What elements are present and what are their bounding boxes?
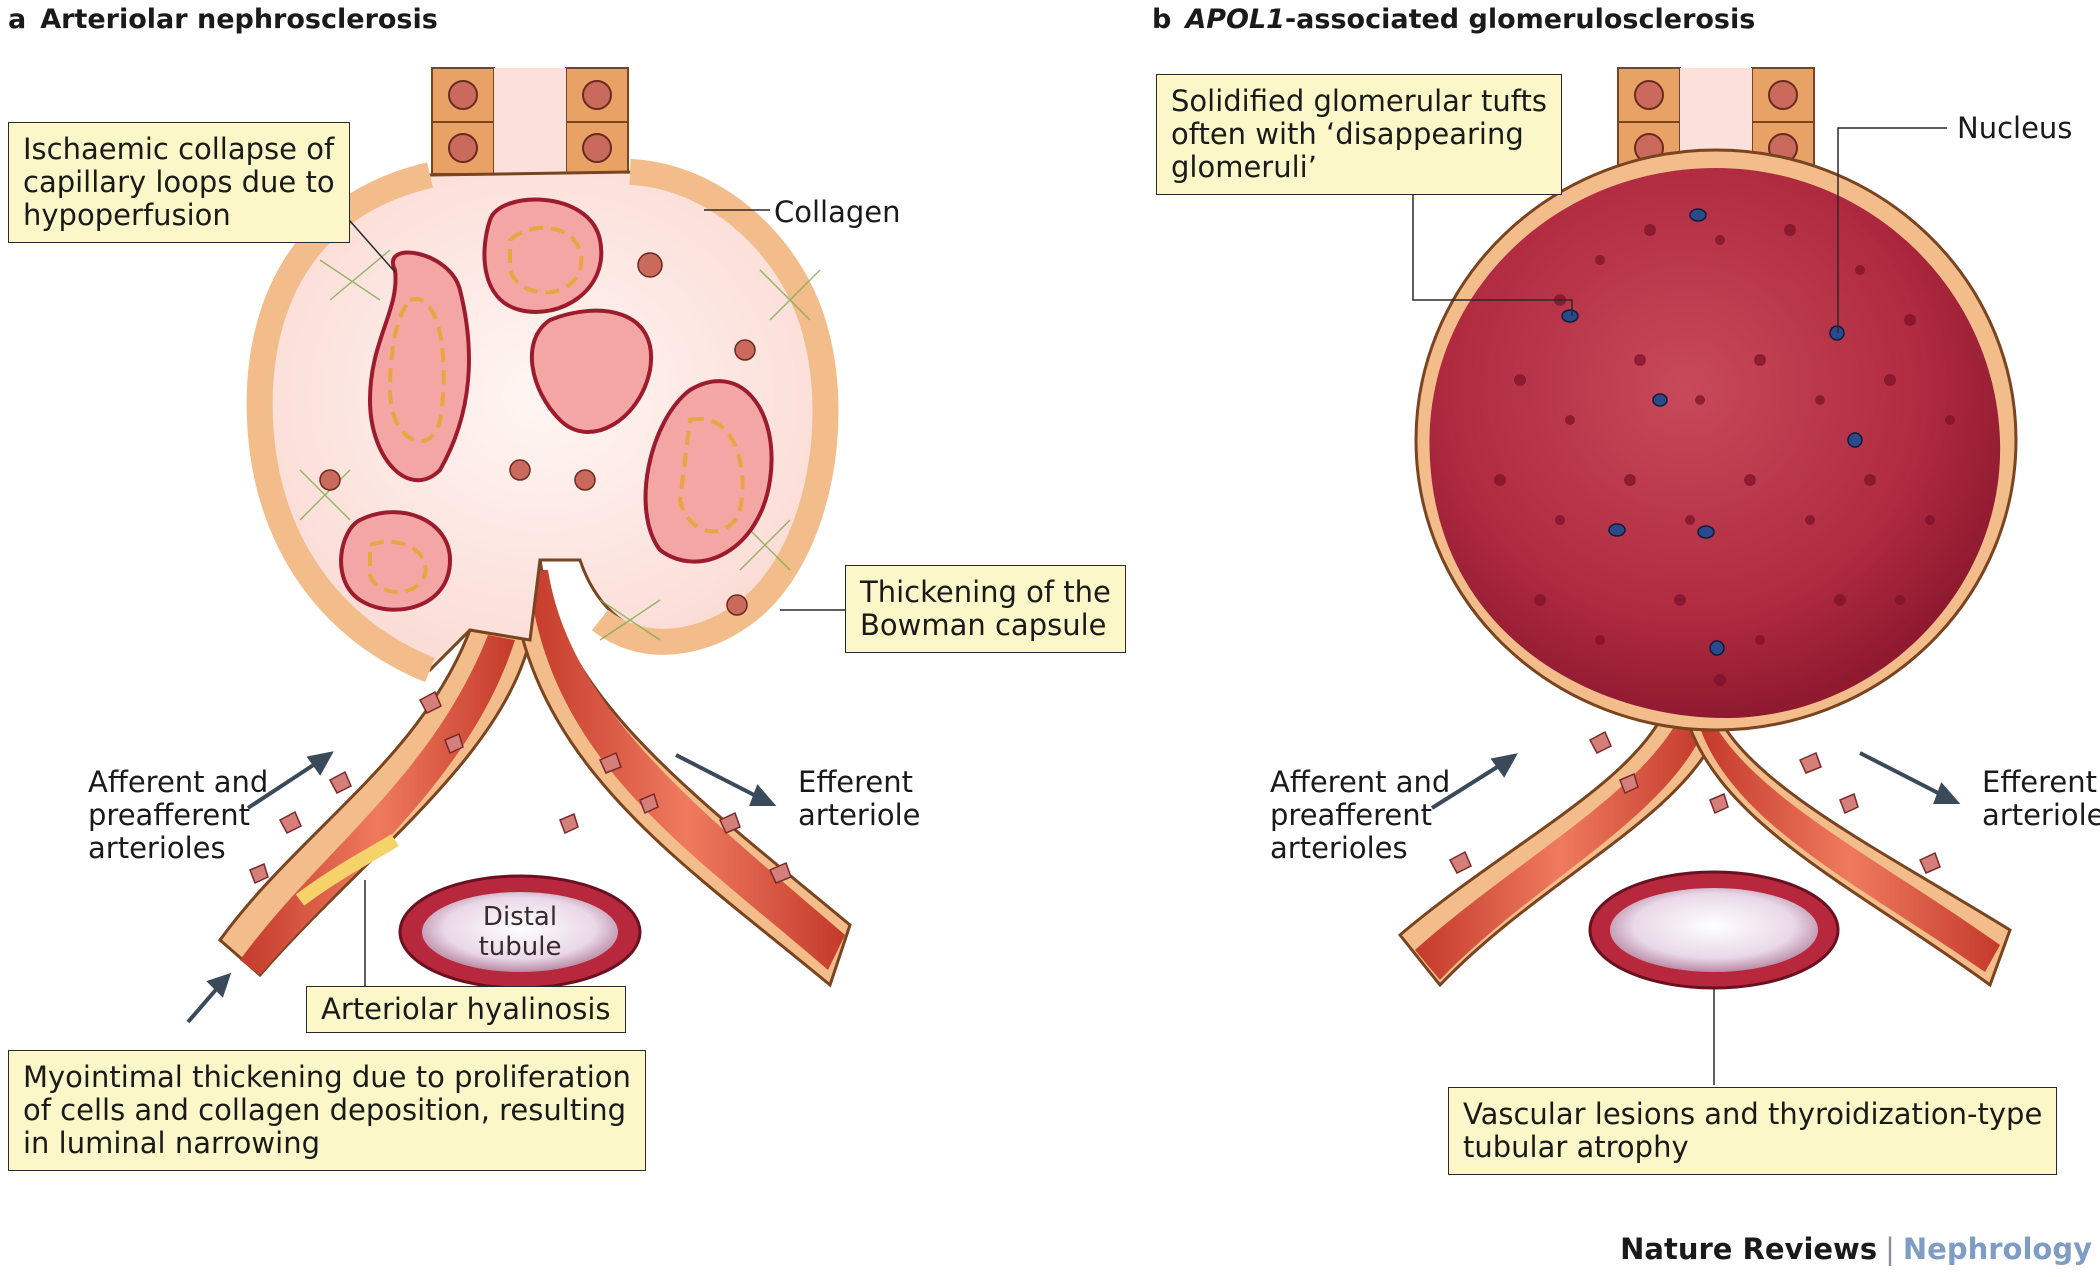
label-collagen: Collagen	[774, 196, 901, 229]
flow-arrows-a	[186, 751, 777, 1024]
collapsed-capillary-loops	[339, 197, 774, 612]
afferent-arteriole-a	[217, 628, 532, 978]
panel-b-title-italic: APOL1	[1185, 4, 1285, 35]
flow-arrows-b	[1430, 751, 1961, 810]
interstitial-cells-a	[249, 690, 792, 885]
callout-line: often with ‘disappearing	[1171, 117, 1524, 151]
label-line: Distal	[482, 902, 558, 932]
panel-a-title: a Arteriolar nephrosclerosis	[8, 4, 438, 35]
efferent-arteriole-a	[508, 558, 852, 988]
tubule-epithelial-cells-a	[431, 67, 629, 178]
callout-line: capillary loops due to	[23, 165, 335, 199]
callout-vascular-lesions: Vascular lesions and thyroidization-type…	[1448, 1087, 2058, 1175]
panel-a-letter: a	[8, 4, 27, 35]
panel-b-title-text: -associated glomerulosclerosis	[1284, 4, 1756, 35]
callout-ischaemic-collapse: Ischaemic collapse of capillary loops du…	[8, 122, 350, 243]
label-efferent-a: Efferent arteriole	[798, 766, 921, 832]
callout-line: in luminal narrowing	[23, 1126, 320, 1160]
label-line: Afferent and	[88, 765, 269, 799]
panel-a-diagram	[186, 67, 852, 1024]
callout-line: Bowman capsule	[860, 608, 1107, 642]
label-line: preafferent	[1270, 798, 1433, 832]
credit-separator: |	[1885, 1232, 1895, 1266]
callout-line: Arteriolar hyalinosis	[321, 992, 611, 1026]
label-text: Nucleus	[1957, 111, 2073, 145]
efferent-arteriole-b	[1687, 718, 2012, 988]
callout-line: glomeruli’	[1171, 150, 1317, 184]
callout-line: tubular atrophy	[1463, 1130, 1689, 1164]
label-line: Efferent	[798, 765, 914, 799]
label-text: Collagen	[774, 195, 901, 229]
label-nucleus: Nucleus	[1957, 112, 2072, 145]
label-afferent-a: Afferent and preafferent arterioles	[88, 766, 268, 865]
interstitial-cells-b	[1448, 730, 1941, 874]
callout-myointimal-thickening: Myointimal thickening due to proliferati…	[8, 1050, 646, 1171]
callout-line: Thickening of the	[860, 575, 1111, 609]
publisher-name: Nature Reviews	[1620, 1232, 1878, 1266]
panel-b-diagram	[1397, 67, 2018, 1085]
panel-a-title-text: Arteriolar nephrosclerosis	[40, 4, 438, 35]
label-line: arterioles	[88, 831, 226, 865]
label-efferent-b: Efferent arteriole	[1982, 766, 2100, 832]
callout-arteriolar-hyalinosis: Arteriolar hyalinosis	[306, 986, 626, 1033]
callout-line: hypoperfusion	[23, 198, 231, 232]
distal-tubule-b	[1588, 870, 1840, 990]
callout-line: of cells and collagen deposition, result…	[23, 1093, 627, 1127]
glomerulus-a	[246, 159, 839, 683]
callout-line: Myointimal thickening due to proliferati…	[23, 1060, 631, 1094]
callout-line: Ischaemic collapse of	[23, 132, 335, 166]
callout-line: Vascular lesions and thyroidization-type	[1463, 1097, 2043, 1131]
leader-lines-b	[1412, 127, 1947, 1085]
callout-solidified-tufts: Solidified glomerular tufts often with ‘…	[1156, 74, 1562, 195]
label-line: tubule	[478, 932, 562, 962]
journal-credit: Nature Reviews|Nephrology	[1620, 1232, 2092, 1266]
label-line: Afferent and	[1270, 765, 1451, 799]
panel-b-title: b APOL1-associated glomerulosclerosis	[1152, 4, 1755, 35]
nucleus-icons	[1561, 208, 1863, 656]
label-line: arteriole	[1982, 798, 2100, 832]
label-line: arteriole	[798, 798, 921, 832]
journal-name: Nephrology	[1902, 1232, 2092, 1266]
label-afferent-b: Afferent and preafferent arterioles	[1270, 766, 1450, 865]
sclerotic-glomerulus-b	[1414, 148, 2018, 732]
label-line: Efferent	[1982, 765, 2098, 799]
label-line: arterioles	[1270, 831, 1408, 865]
panel-b-letter: b	[1152, 4, 1172, 35]
callout-line: Solidified glomerular tufts	[1171, 84, 1547, 118]
label-distal-tubule: Distal tubule	[470, 902, 570, 962]
callout-bowman-thickening: Thickening of the Bowman capsule	[845, 565, 1126, 653]
label-line: preafferent	[88, 798, 251, 832]
